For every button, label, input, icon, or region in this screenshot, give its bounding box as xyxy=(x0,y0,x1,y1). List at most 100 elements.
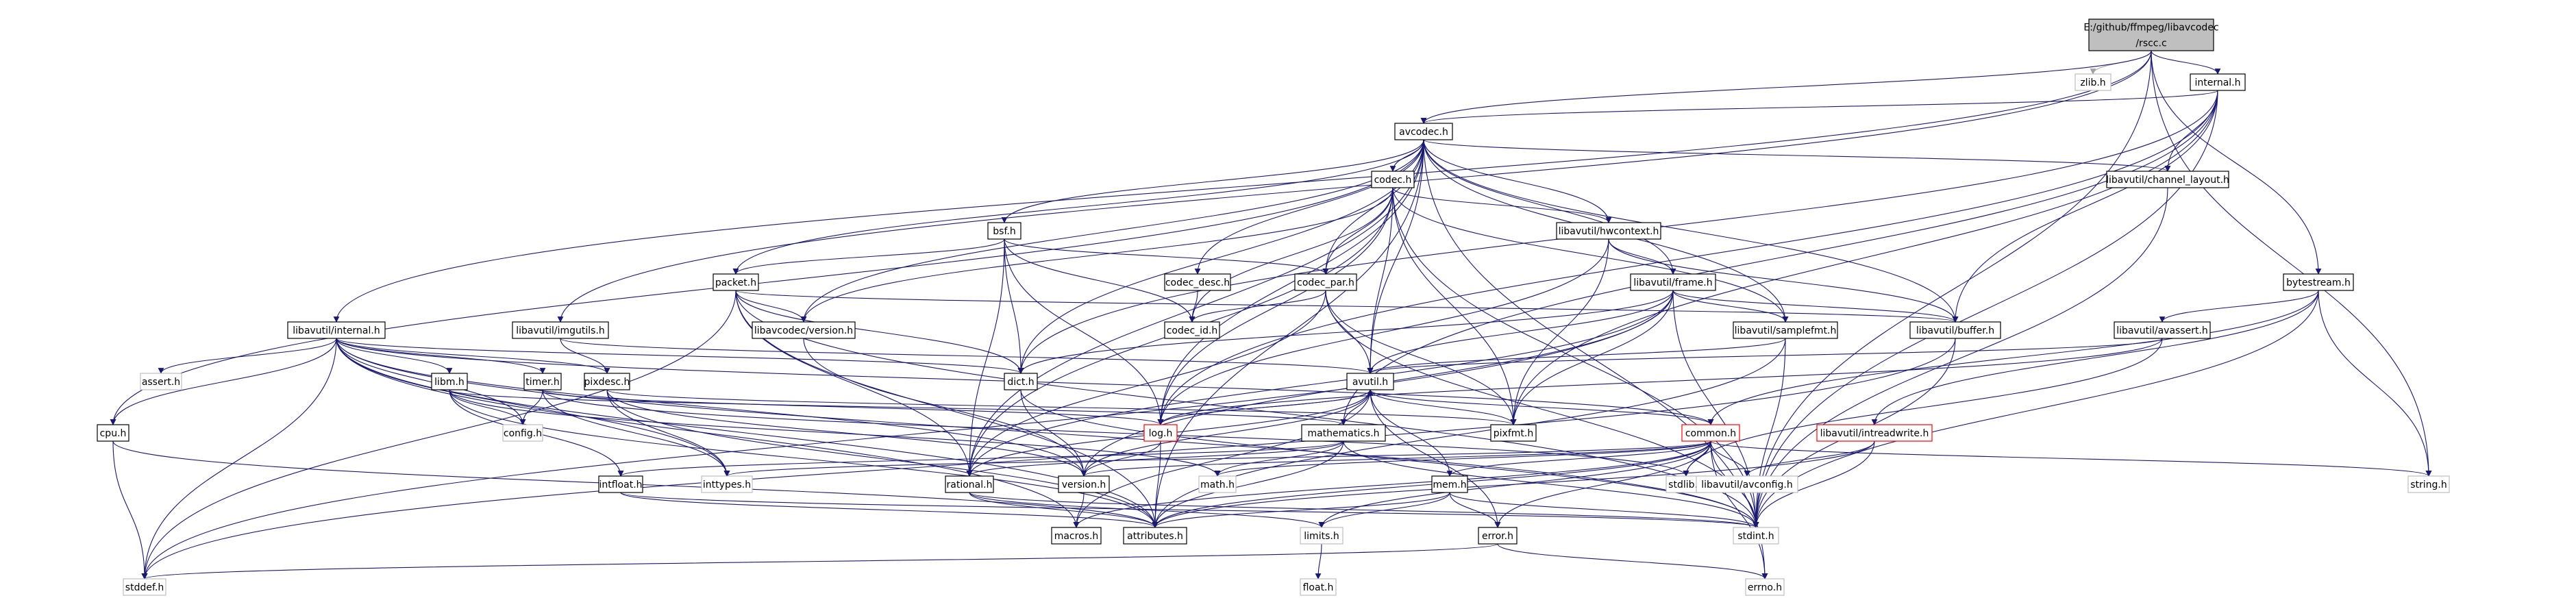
edge-intreadwrite-to-avconfig xyxy=(1744,440,1875,477)
graph-node-avassert[interactable]: libavutil/avassert.h xyxy=(2114,321,2211,339)
graph-node-dict[interactable]: dict.h xyxy=(1004,373,1038,390)
edge-mathematics-to-math xyxy=(1214,440,1344,477)
graph-node-version[interactable]: version.h xyxy=(1058,475,1110,493)
edge-rational-to-attributes xyxy=(969,492,1159,528)
edge-packet-to-rational xyxy=(735,290,973,477)
graph-node-stdint[interactable]: stdint.h xyxy=(1733,527,1779,545)
edge-internal-to-buffer xyxy=(1952,90,2218,323)
node-box xyxy=(1164,321,1220,339)
node-label: libavutil/imgutils.h xyxy=(516,325,605,336)
graph-node-avconfig[interactable]: libavutil/avconfig.h xyxy=(1696,475,1798,493)
graph-node-intfloat[interactable]: intfloat.h xyxy=(598,475,643,493)
graph-node-packet[interactable]: packet.h xyxy=(713,273,759,291)
edge-bsf-to-codec-id xyxy=(1004,238,1196,323)
graph-node-bsf[interactable]: bsf.h xyxy=(987,222,1021,240)
node-label: packet.h xyxy=(715,277,756,288)
graph-node-pixdesc[interactable]: pixdesc.h xyxy=(584,373,630,390)
node-box xyxy=(2283,273,2354,291)
edge-internal-to-channel-layout xyxy=(2164,90,2218,172)
graph-node-codec-par[interactable]: codec_par.h xyxy=(1294,273,1357,291)
graph-node-zlib[interactable]: zlib.h xyxy=(2075,73,2111,91)
node-box xyxy=(1164,273,1231,291)
graph-node-errno[interactable]: errno.h xyxy=(1745,578,1785,596)
edge-mem-to-avutil xyxy=(1367,389,1450,477)
graph-node-codec-desc[interactable]: codec_desc.h xyxy=(1164,273,1231,291)
edge-timer-to-stdlib xyxy=(542,389,1689,477)
node-label: log.h xyxy=(1149,428,1173,439)
edge-bsf-to-packet xyxy=(732,238,1005,275)
graph-node-lavc-version[interactable]: libavcodec/version.h xyxy=(752,321,856,339)
edge-codec-to-pixfmt xyxy=(1392,187,1517,425)
graph-node-frame[interactable]: libavutil/frame.h xyxy=(1630,273,1716,291)
graph-node-hwcontext[interactable]: libavutil/hwcontext.h xyxy=(1556,222,1661,240)
graph-node-buffer[interactable]: libavutil/buffer.h xyxy=(1909,321,2001,339)
graph-node-common[interactable]: common.h xyxy=(1681,424,1740,442)
graph-node-mathematics[interactable]: mathematics.h xyxy=(1301,424,1386,442)
graph-node-libm[interactable]: libm.h xyxy=(431,373,468,390)
node-label: bsf.h xyxy=(993,226,1015,237)
node-box xyxy=(945,475,994,493)
graph-node-codec[interactable]: codec.h xyxy=(1371,171,1415,188)
graph-node-codec-id[interactable]: codec_id.h xyxy=(1164,321,1220,339)
node-label: libavutil/buffer.h xyxy=(1916,325,1994,336)
node-box xyxy=(1123,527,1187,545)
edge-log-to-avutil xyxy=(1160,389,1374,425)
graph-node-bytestream[interactable]: bytestream.h xyxy=(2283,273,2354,291)
graph-node-stddef[interactable]: stddef.h xyxy=(123,578,166,596)
edge-limits-to-float xyxy=(1315,543,1322,580)
edge-lavu-internal-to-stddef xyxy=(141,338,337,580)
edge-internal-to-log xyxy=(1157,90,2218,425)
edge-frame-to-rational xyxy=(966,290,1674,477)
edge-intfloat-to-attributes xyxy=(620,492,1159,528)
edge-internal-to-pixfmt xyxy=(1510,90,2218,425)
node-box xyxy=(431,373,468,390)
graph-node-error[interactable]: error.h xyxy=(1478,527,1518,545)
node-label: zlib.h xyxy=(2080,77,2105,88)
edge-avutil-to-common xyxy=(1370,389,1714,425)
node-label: common.h xyxy=(1685,428,1736,439)
edge-avassert-to-avutil xyxy=(1367,338,2163,374)
node-label: error.h xyxy=(1482,531,1513,542)
edge-avcodec-to-log xyxy=(1157,139,1424,425)
node-box xyxy=(1681,424,1740,442)
edge-bytestream-to-avassert xyxy=(2159,290,2319,323)
node-box xyxy=(1733,527,1779,545)
graph-node-samplefmt[interactable]: libavutil/samplefmt.h xyxy=(1733,321,1838,339)
node-label: math.h xyxy=(1200,479,1235,490)
graph-node-math[interactable]: math.h xyxy=(1198,475,1237,493)
graph-node-channel-layout[interactable]: libavutil/channel_layout.h xyxy=(2106,171,2229,188)
graph-node-string[interactable]: string.h xyxy=(2407,475,2450,493)
graph-node-timer[interactable]: timer.h xyxy=(523,373,562,390)
graph-node-pixfmt[interactable]: pixfmt.h xyxy=(1490,424,1537,442)
graph-node-limits[interactable]: limits.h xyxy=(1300,527,1343,545)
node-label: libavutil/avconfig.h xyxy=(1701,479,1792,490)
graph-node-macros[interactable]: macros.h xyxy=(1051,527,1102,545)
graph-node-avutil[interactable]: avutil.h xyxy=(1346,373,1394,390)
graph-node-attributes[interactable]: attributes.h xyxy=(1123,527,1187,545)
edge-bsf-to-dict xyxy=(1004,238,1024,374)
edge-mathematics-to-rational xyxy=(966,440,1344,477)
graph-node-internal[interactable]: internal.h xyxy=(2190,73,2246,91)
graph-node-rational[interactable]: rational.h xyxy=(945,475,994,493)
node-label: version.h xyxy=(1062,479,1106,490)
graph-node-avcodec[interactable]: avcodec.h xyxy=(1394,123,1453,140)
graph-node-cpu[interactable]: cpu.h xyxy=(97,424,129,442)
graph-node-inttypes[interactable]: inttypes.h xyxy=(701,475,753,493)
node-label: intfloat.h xyxy=(599,479,642,490)
edge-avassert-to-log xyxy=(1157,338,2163,425)
graph-node-imgutils[interactable]: libavutil/imgutils.h xyxy=(512,321,609,339)
graph-node-root[interactable]: E:/github/ffmpeg/libavcodec/rscc.c xyxy=(2083,18,2219,51)
node-box xyxy=(502,424,543,442)
node-box xyxy=(1556,222,1661,240)
graph-node-float[interactable]: float.h xyxy=(1300,578,1337,596)
graph-node-lavu-internal[interactable]: libavutil/internal.h xyxy=(287,321,386,339)
node-label: float.h xyxy=(1303,582,1334,593)
node-label: mathematics.h xyxy=(1307,428,1379,439)
edge-internal-to-avcodec xyxy=(1420,90,2218,124)
graph-node-intreadwrite[interactable]: libavutil/intreadwrite.h xyxy=(1816,424,1933,442)
graph-node-config[interactable]: config.h xyxy=(502,424,543,442)
node-box xyxy=(2088,18,2214,51)
graph-node-assert[interactable]: assert.h xyxy=(140,373,182,390)
graph-node-mem[interactable]: mem.h xyxy=(1431,475,1468,493)
graph-node-log[interactable]: log.h xyxy=(1143,424,1178,442)
